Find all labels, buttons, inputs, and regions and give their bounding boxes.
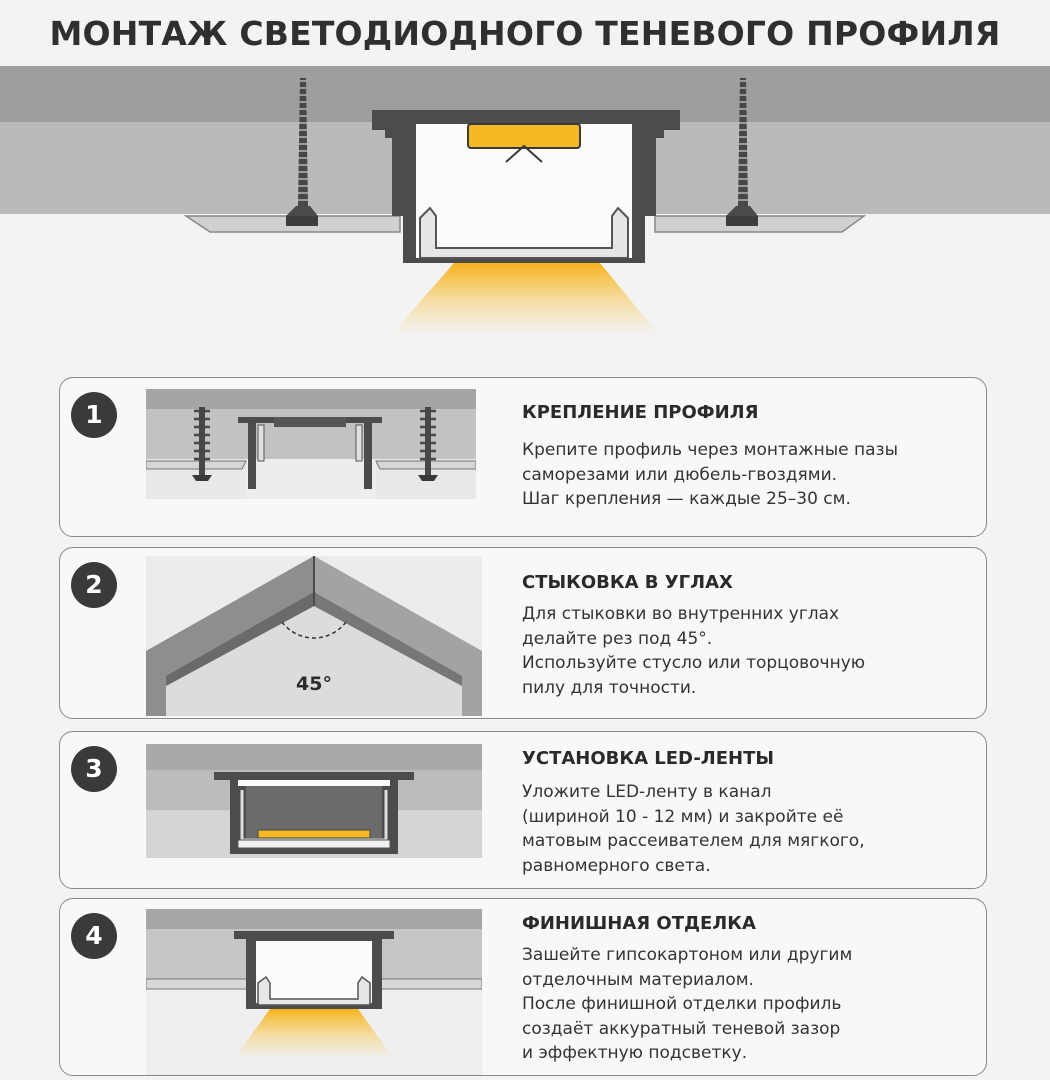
- hero-illustration: [0, 66, 1050, 336]
- step-number: 3: [71, 746, 117, 792]
- step-card-3: 3 УСТАНОВКА LED-ЛЕНТЫ Уложите LED-ленту …: [59, 731, 987, 889]
- step-description: Уложите LED-ленту в канал (шириной 10 - …: [522, 782, 865, 876]
- step-2-illustration: 45°: [146, 556, 482, 716]
- step-card-1: 1 КРЕПЛЕНИЕ ПРОФИЛЯ Крепите профиль: [59, 377, 987, 537]
- screw-icon: [418, 407, 438, 481]
- led-strip: [257, 829, 371, 839]
- step-number: 2: [71, 562, 117, 608]
- step-title: СТЫКОВКА В УГЛАХ: [522, 572, 733, 593]
- profile-body: [372, 110, 680, 263]
- step-title: УСТАНОВКА LED-ЛЕНТЫ: [522, 748, 775, 769]
- screw-icon: [192, 407, 212, 481]
- led-strip: [467, 123, 581, 149]
- screw-right: [726, 78, 758, 226]
- step-3-illustration: [146, 744, 482, 858]
- screw-left: [286, 78, 318, 226]
- corner-profile-right: [314, 556, 482, 716]
- step-1-illustration: [146, 389, 476, 499]
- step-description: Крепите профиль через монтажные пазы сам…: [522, 440, 898, 509]
- step-description: Для стыковки во внутренних углах делайте…: [522, 604, 866, 698]
- profile-rail-left: [238, 417, 274, 489]
- step-title: КРЕПЛЕНИЕ ПРОФИЛЯ: [522, 402, 759, 423]
- light-beam: [390, 263, 660, 336]
- step-number: 1: [71, 392, 117, 438]
- page-title: МОНТАЖ СВЕТОДИОДНОГО ТЕНЕВОГО ПРОФИЛЯ: [49, 14, 1001, 53]
- light-beam: [234, 1009, 394, 1059]
- profile-rail-right: [346, 417, 382, 489]
- step-title: ФИНИШНАЯ ОТДЕЛКА: [522, 913, 756, 934]
- step-card-2: 2 45° СТЫКОВКА В УГЛАХ Для стыковки во в…: [59, 547, 987, 719]
- step-description: Зашейте гипсокартоном или другим отделоч…: [522, 945, 853, 1063]
- angle-label: 45°: [296, 673, 332, 695]
- step-4-illustration: [146, 909, 482, 1075]
- corner-profile-left: [146, 556, 314, 716]
- drywall-right: [654, 215, 867, 233]
- step-number: 4: [71, 913, 117, 959]
- step-card-4: 4 ФИНИШНАЯ ОТДЕЛКА Зашейте гипсокартоном…: [59, 898, 987, 1076]
